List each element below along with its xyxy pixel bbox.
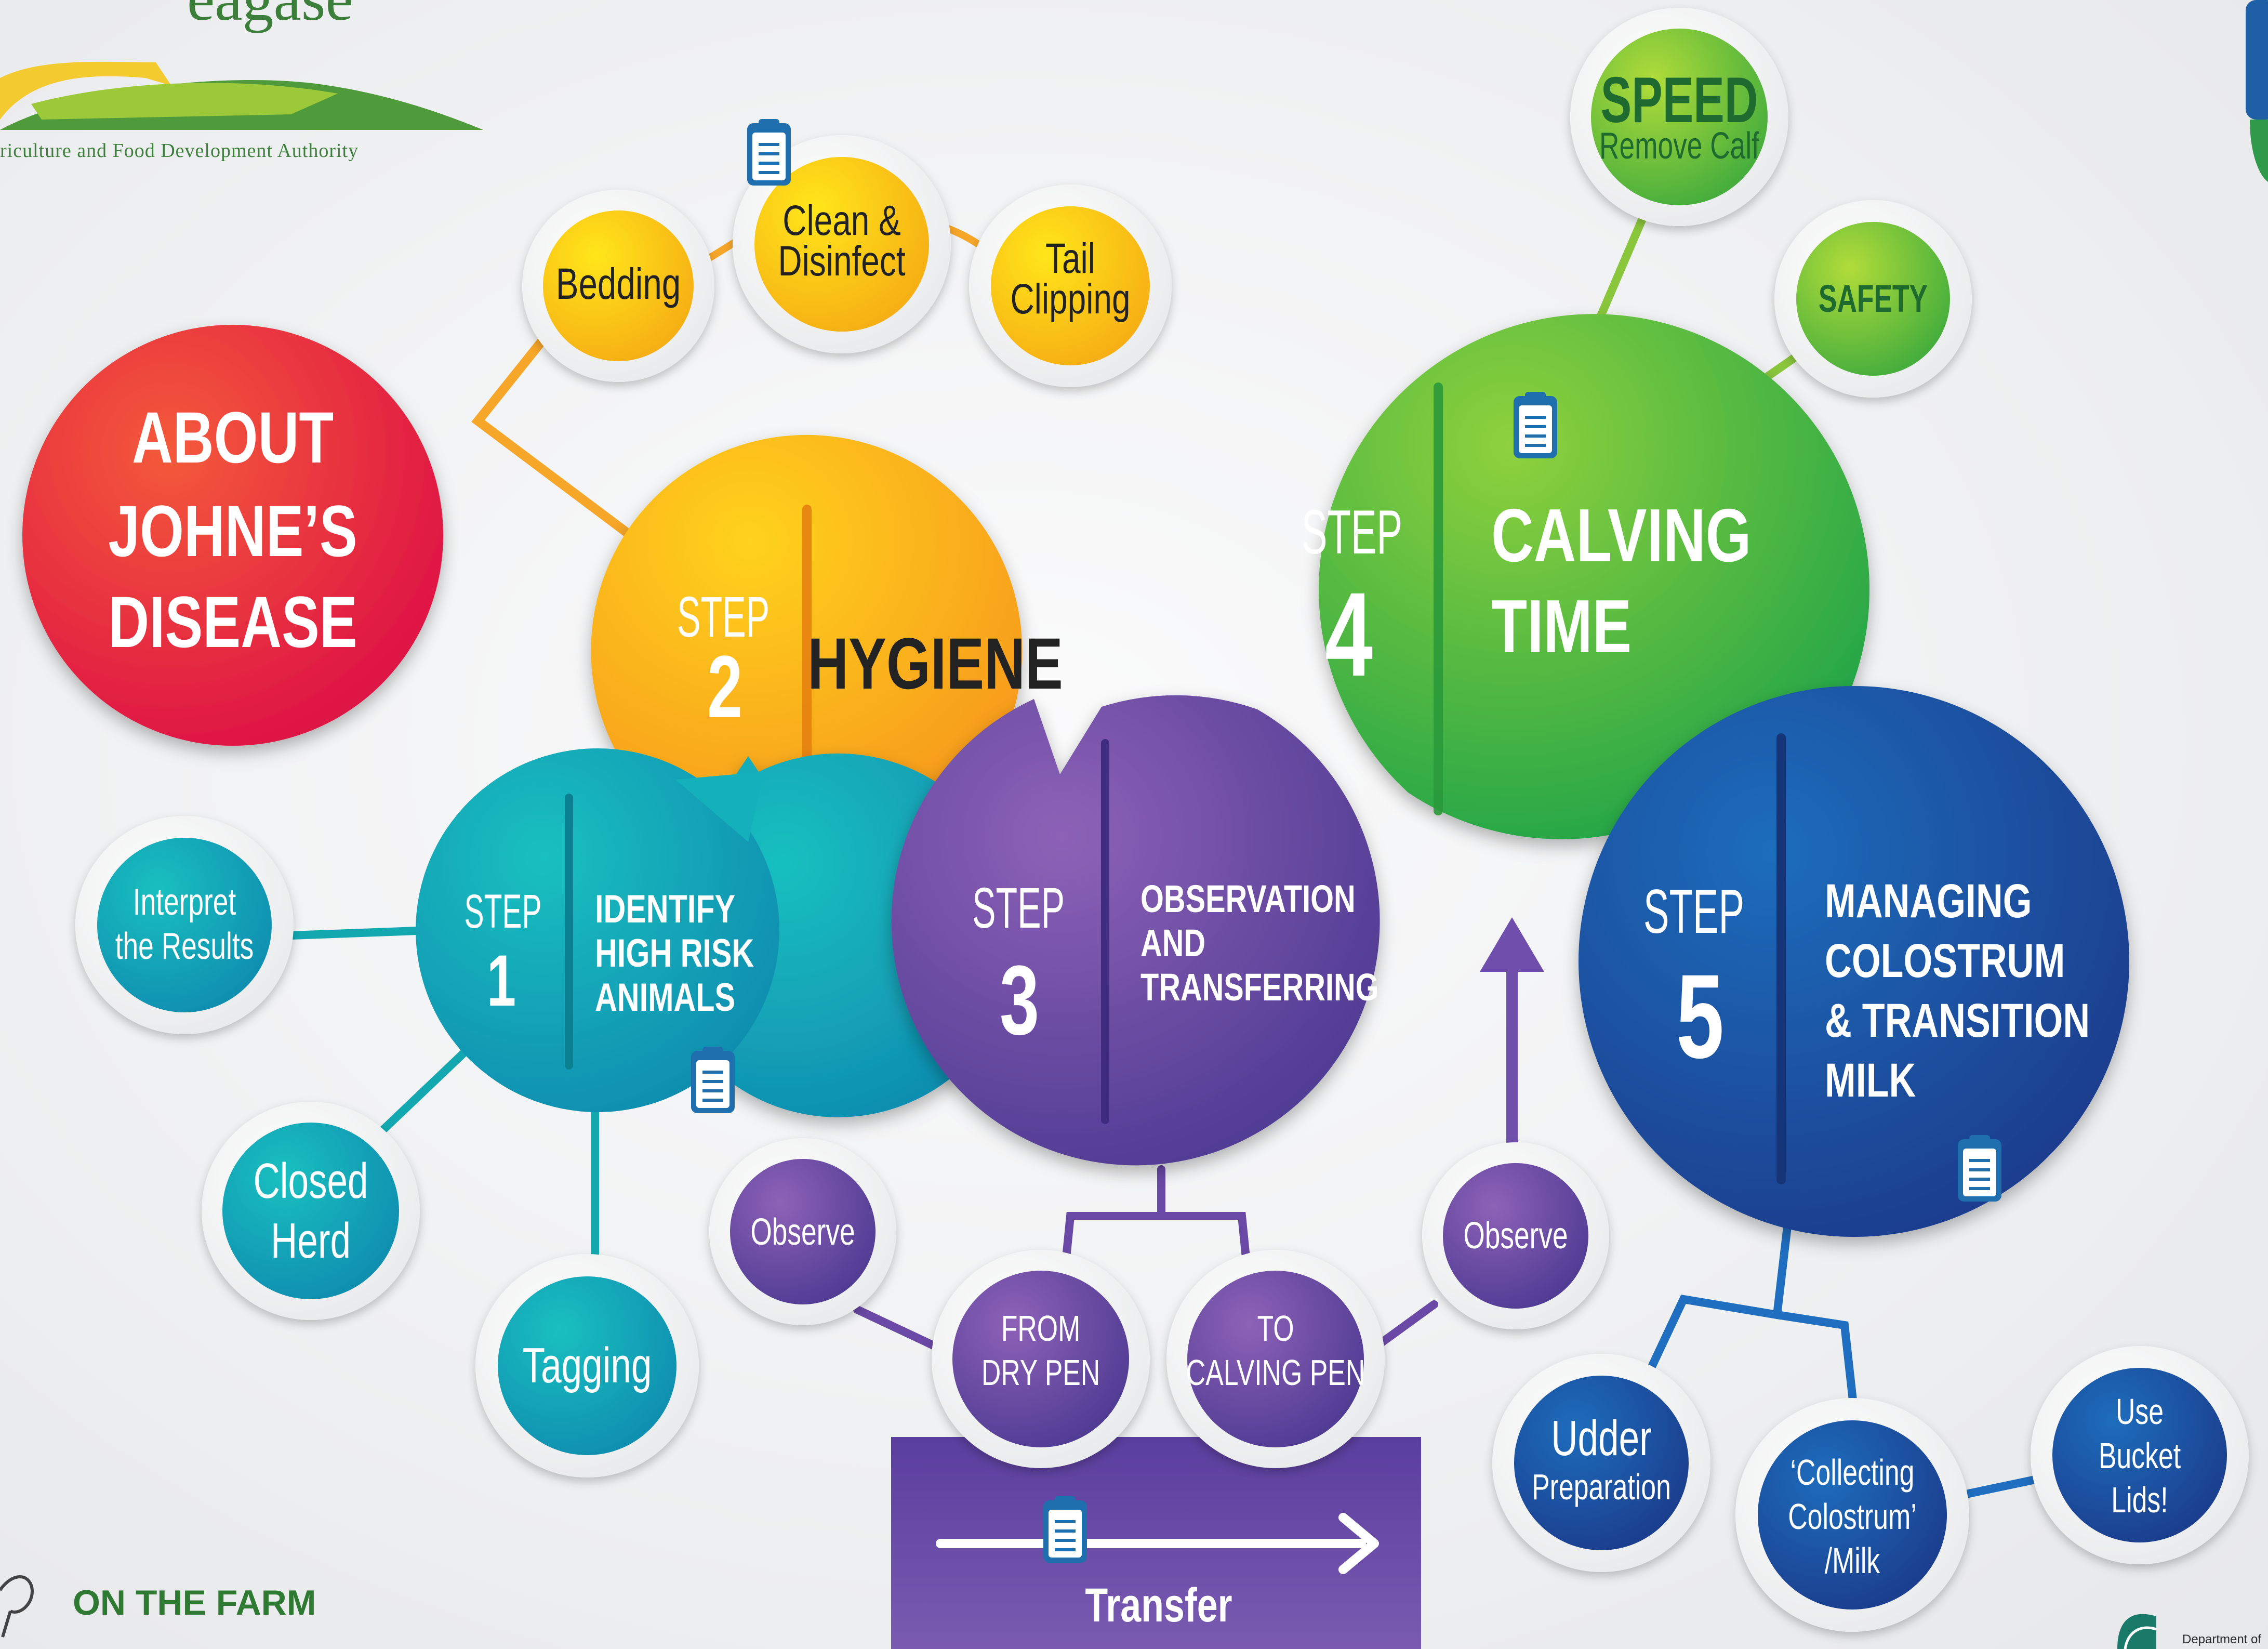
bucket-label-2: Bucket [2099, 1435, 2181, 1476]
observe-right-bubble[interactable]: Observe [1422, 1142, 1609, 1329]
step1-title-2: HIGH RISK [595, 931, 754, 975]
department-logo: Department of [2117, 1614, 2261, 1649]
interpret-label-2: the Results [115, 926, 254, 967]
tagging-bubble[interactable]: Tagging [475, 1254, 699, 1477]
arrow-right-icon [1338, 1513, 1379, 1574]
to-calving-pen-bubble[interactable]: TO CALVING PEN [1166, 1250, 1385, 1468]
about-line3: DISEASE [108, 581, 357, 663]
step1-label: STEP [465, 885, 542, 938]
clipboard-icon[interactable] [1043, 1496, 1087, 1563]
from-label-1: FROM [1001, 1308, 1080, 1349]
safety-bubble[interactable]: SAFETY [1774, 200, 1972, 398]
speed-bubble[interactable]: SPEED Remove Calf [1570, 8, 1788, 226]
clipboard-icon[interactable] [1958, 1135, 2001, 1202]
step4-label: STEP [1302, 498, 1402, 567]
closed-herd-label-1: Closed [253, 1153, 368, 1209]
step3-title-1: OBSERVATION [1140, 878, 1356, 921]
clean-label-2: Disinfect [778, 236, 905, 285]
farm-icon [0, 1575, 34, 1638]
step3-label: STEP [972, 876, 1065, 940]
speed-sublabel: Remove Calf [1599, 125, 1759, 167]
step-4-calving-time-button[interactable]: STEP 4 CALVING TIME [1302, 314, 1870, 839]
step2-label: STEP [677, 585, 770, 649]
collecting-colostrum-bubble[interactable]: ‘Collecting Colostrum’ /Milk [1735, 1398, 1969, 1632]
bedding-bubble[interactable]: Bedding [522, 190, 714, 382]
tail-label-1: Tail [1045, 234, 1095, 282]
department-text: Department of [2182, 1632, 2261, 1646]
speed-label: SPEED [1601, 64, 1758, 136]
closed-herd-bubble[interactable]: Closed Herd [202, 1102, 420, 1320]
transfer-label: Transfer [1085, 1578, 1232, 1632]
step1-title-3: ANIMALS [595, 975, 735, 1020]
logo-wordmark: eagase [187, 0, 353, 33]
clipboard-icon[interactable] [691, 1047, 735, 1113]
step5-label: STEP [1643, 877, 1744, 946]
observe-left-bubble[interactable]: Observe [709, 1138, 896, 1325]
transfer-panel: Transfer [891, 1437, 1421, 1649]
clean-disinfect-bubble[interactable]: Clean & Disinfect [733, 135, 951, 353]
step5-title-3: & TRANSITION [1825, 994, 2090, 1047]
clipboard-icon[interactable] [1514, 392, 1557, 458]
connectors [287, 204, 2057, 1501]
from-dry-pen-bubble[interactable]: FROM DRY PEN [932, 1250, 1150, 1468]
clean-label-1: Clean & [782, 196, 900, 244]
step-5-colostrum-button[interactable]: STEP 5 MANAGING COLOSTRUM & TRANSITION M… [1579, 686, 2129, 1237]
tagging-label: Tagging [523, 1338, 652, 1393]
step4-title-2: TIME [1491, 584, 1632, 668]
up-arrow-icon [1480, 917, 1544, 972]
step-3-observation-button[interactable]: STEP 3 OBSERVATION AND TRANSFERRING [891, 695, 1380, 1166]
about-line2: JOHNE’S [108, 490, 357, 572]
about-johnes-button[interactable]: ABOUT JOHNE’S DISEASE [22, 325, 443, 746]
interpret-results-bubble[interactable]: Interpret the Results [75, 816, 294, 1034]
from-label-2: DRY PEN [982, 1352, 1100, 1393]
step-2-hygiene-button[interactable]: STEP 2 HYGIENE [591, 434, 1063, 860]
observe-left-label: Observe [750, 1211, 855, 1253]
step1-title-1: IDENTIFY [595, 887, 735, 931]
to-label-1: TO [1257, 1308, 1294, 1349]
bucket-label-1: Use [2116, 1391, 2164, 1432]
udder-preparation-bubble[interactable]: Udder Preparation [1492, 1354, 1710, 1572]
collecting-label-2: Colostrum’ [1788, 1496, 1916, 1537]
collecting-label-1: ‘Collecting [1790, 1452, 1915, 1493]
bucket-lids-bubble[interactable]: Use Bucket Lids! [2031, 1346, 2249, 1564]
tail-label-2: Clipping [1010, 274, 1130, 323]
step5-number: 5 [1676, 950, 1724, 1083]
on-the-farm-label: ON THE FARM [73, 1583, 316, 1622]
partner-logo-fragment [2246, 0, 2268, 182]
collecting-label-3: /Milk [1825, 1540, 1880, 1581]
step3-title-3: TRANSFERRING [1140, 966, 1379, 1009]
step4-number: 4 [1325, 568, 1373, 701]
tail-clipping-bubble[interactable]: Tail Clipping [969, 184, 1172, 387]
clipboard-icon[interactable] [747, 119, 791, 186]
step5-title-2: COLOSTRUM [1825, 934, 2065, 987]
to-label-2: CALVING PEN [1186, 1352, 1365, 1393]
interpret-label-1: Interpret [133, 881, 236, 923]
step3-number: 3 [1000, 945, 1039, 1056]
step1-number: 1 [487, 940, 516, 1021]
bedding-label: Bedding [556, 259, 681, 308]
step5-title-1: MANAGING [1825, 874, 2032, 928]
udder-label-1: Udder [1551, 1410, 1651, 1466]
udder-label-2: Preparation [1532, 1467, 1671, 1507]
step2-number: 2 [707, 638, 742, 736]
step5-title-4: MILK [1825, 1053, 1916, 1107]
safety-label: SAFETY [1819, 277, 1928, 320]
about-line1: ABOUT [132, 397, 334, 478]
logo-subtitle: riculture and Food Development Authority [0, 140, 359, 162]
teagasc-logo: eagase [0, 0, 483, 130]
step4-title-1: CALVING [1491, 493, 1751, 577]
step3-title-2: AND [1140, 922, 1205, 965]
closed-herd-label-2: Herd [271, 1213, 351, 1269]
bucket-label-3: Lids! [2111, 1480, 2168, 1520]
observe-right-label: Observe [1463, 1215, 1568, 1257]
step2-title: HYGIENE [807, 623, 1063, 704]
